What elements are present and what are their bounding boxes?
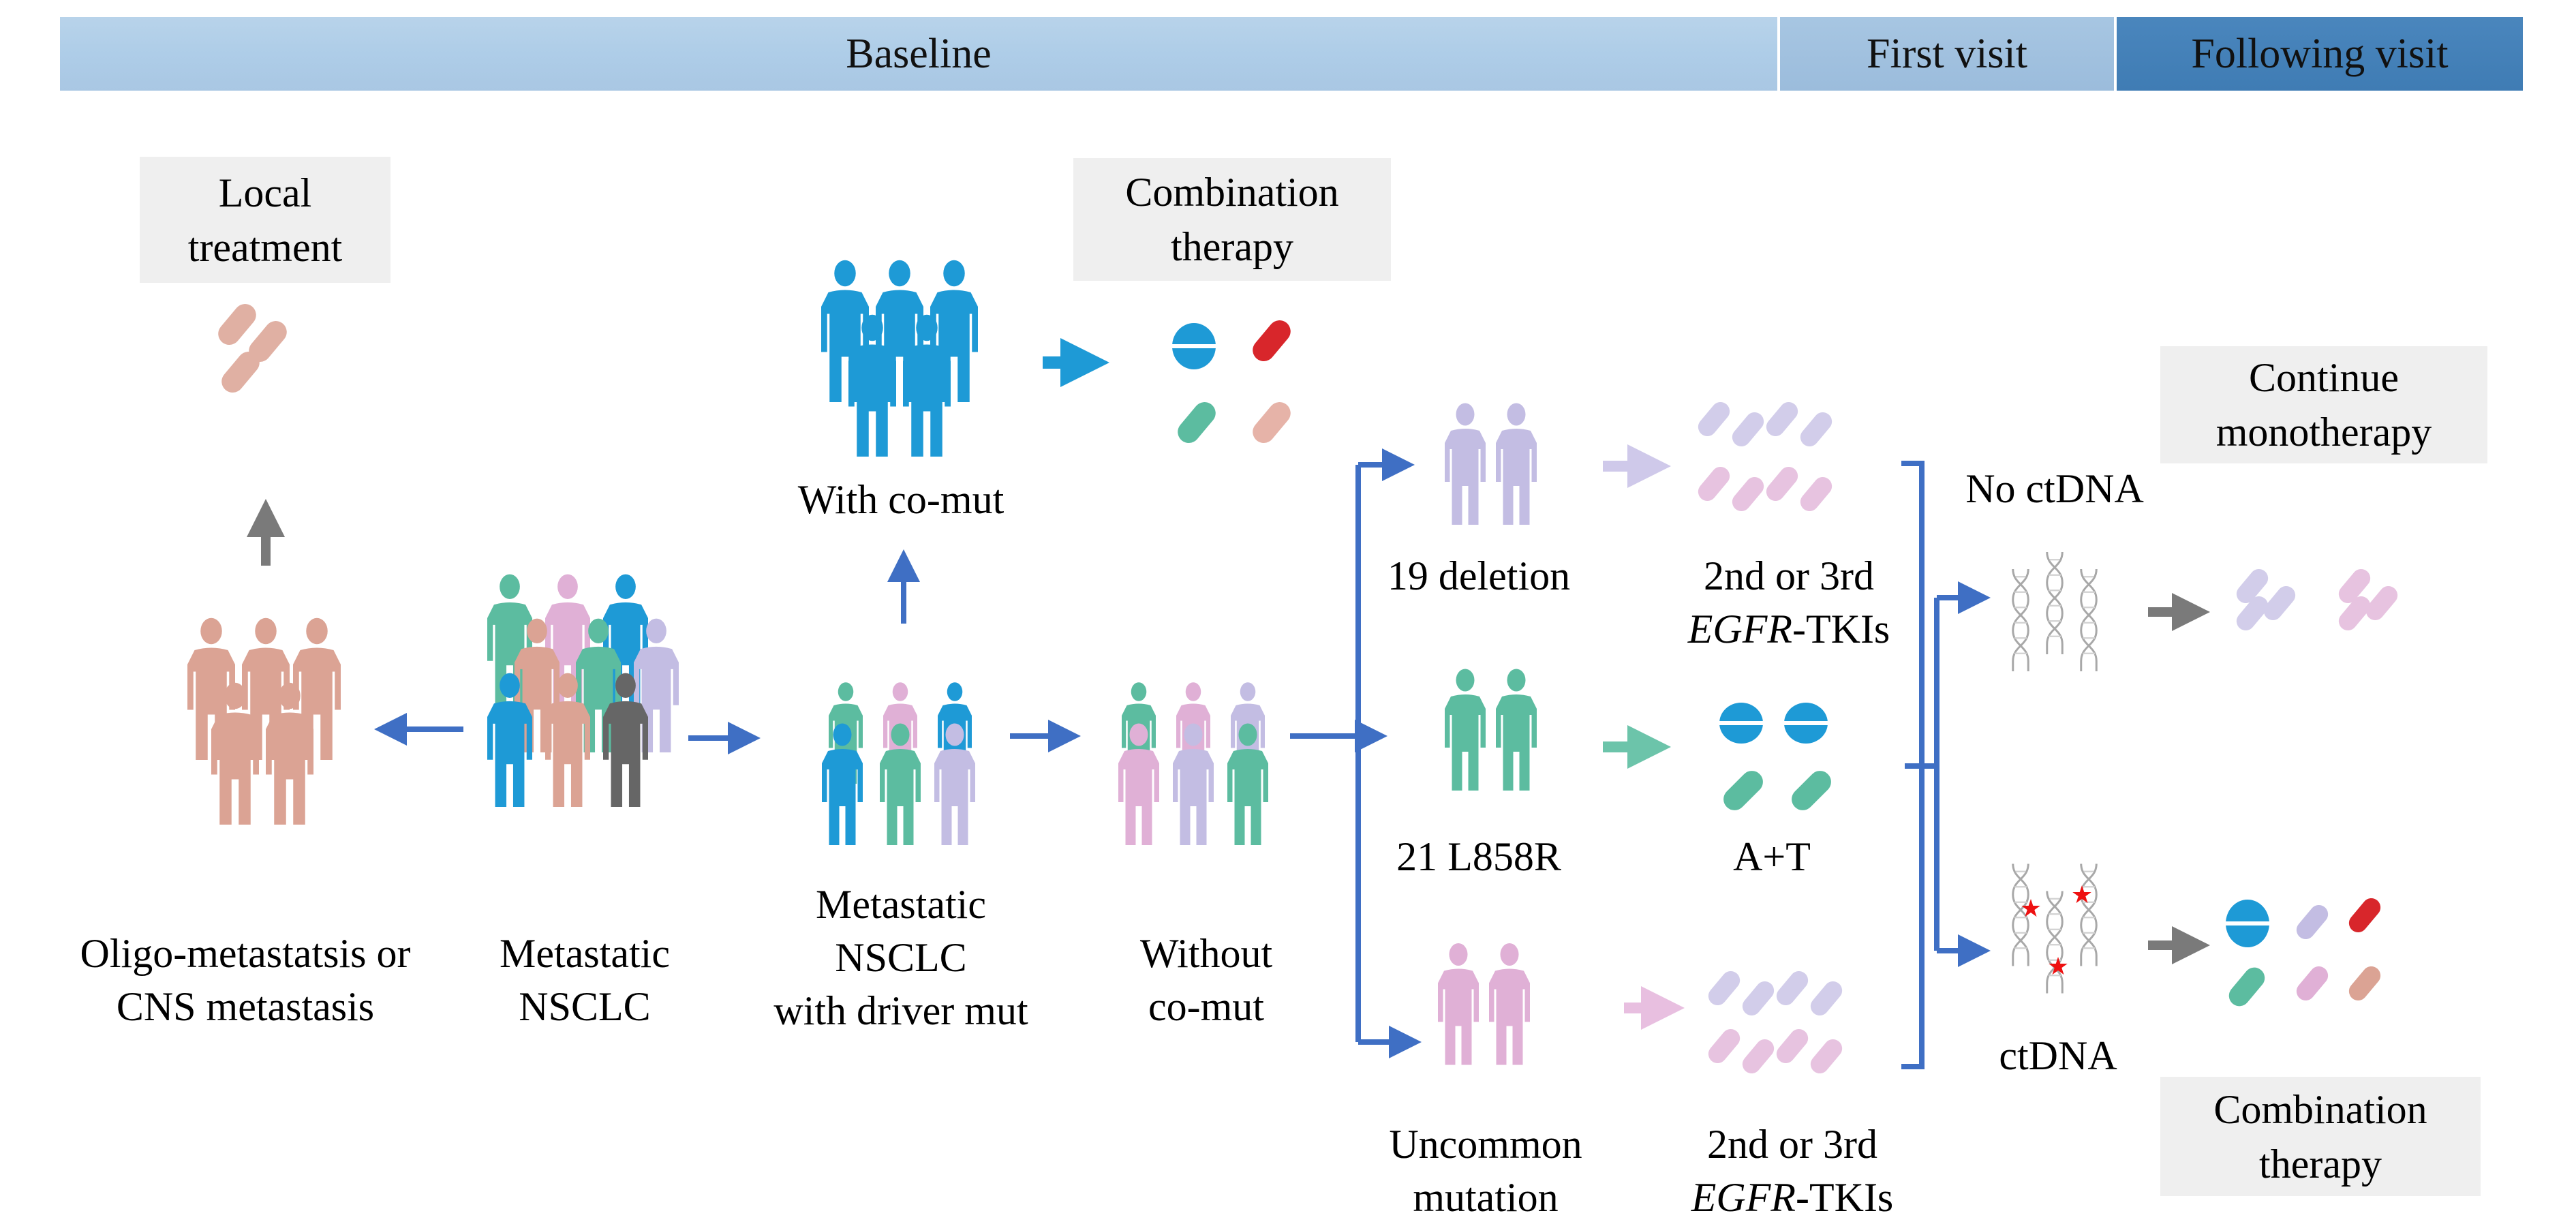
a-plus-t-label: A+T [1733, 834, 1811, 879]
tki-top-label: 2nd or 3rd EGFR-TKIs [1687, 553, 1890, 652]
l858r-pair-icon [1445, 669, 1486, 791]
mutation-stars-icon: ★ ★ ★ [2020, 881, 2093, 981]
del19-pair-icon [1445, 403, 1486, 525]
combination-top-pills-icon [1171, 316, 1295, 448]
phase-following-visit: Following visit [2117, 17, 2523, 91]
uncommon-pair-icon [1438, 943, 1479, 1065]
a-plus-t-pills-icon [1717, 703, 1836, 815]
ctdna-label: ctDNA [1999, 1033, 2117, 1078]
driver-mut-group-icon [822, 682, 975, 845]
l858r-label: 21 L858R [1396, 834, 1561, 879]
with-comut-group-icon [821, 260, 978, 457]
metastatic-group-icon [487, 574, 679, 807]
tki-top-pills-icon [1694, 398, 1836, 515]
without-comut-group-icon [1118, 682, 1268, 845]
continue-monotherapy-box: Continue monotherapy [2160, 346, 2487, 463]
combination-bottom-pills-icon [2223, 894, 2385, 1011]
svg-text:★: ★ [2047, 953, 2069, 981]
svg-text:★: ★ [2020, 895, 2042, 923]
combination-therapy-bottom-box: Combination therapy [2160, 1077, 2481, 1196]
svg-text:★: ★ [2071, 881, 2093, 909]
local-treatment-box: Local treatment [140, 157, 390, 283]
phase-baseline: Baseline [60, 17, 1777, 91]
with-comut-label: With co-mut [797, 477, 1005, 522]
no-ctdna-dna-icon [2011, 551, 2098, 673]
tki-bottom-label: 2nd or 3rd EGFR-TKIs [1691, 1122, 1894, 1220]
combination-therapy-top-box: Combination therapy [1073, 158, 1391, 281]
tki-bottom-pills-icon [1704, 967, 1846, 1077]
mono-pills-icon [2233, 565, 2402, 634]
oligo-group-icon [187, 617, 341, 825]
local-treatment-pills-icon [213, 299, 292, 397]
phase-first-visit: First visit [1780, 17, 2114, 91]
no-ctdna-label: No ctDNA [1965, 466, 2144, 511]
del19-label: 19 deletion [1387, 553, 1571, 598]
